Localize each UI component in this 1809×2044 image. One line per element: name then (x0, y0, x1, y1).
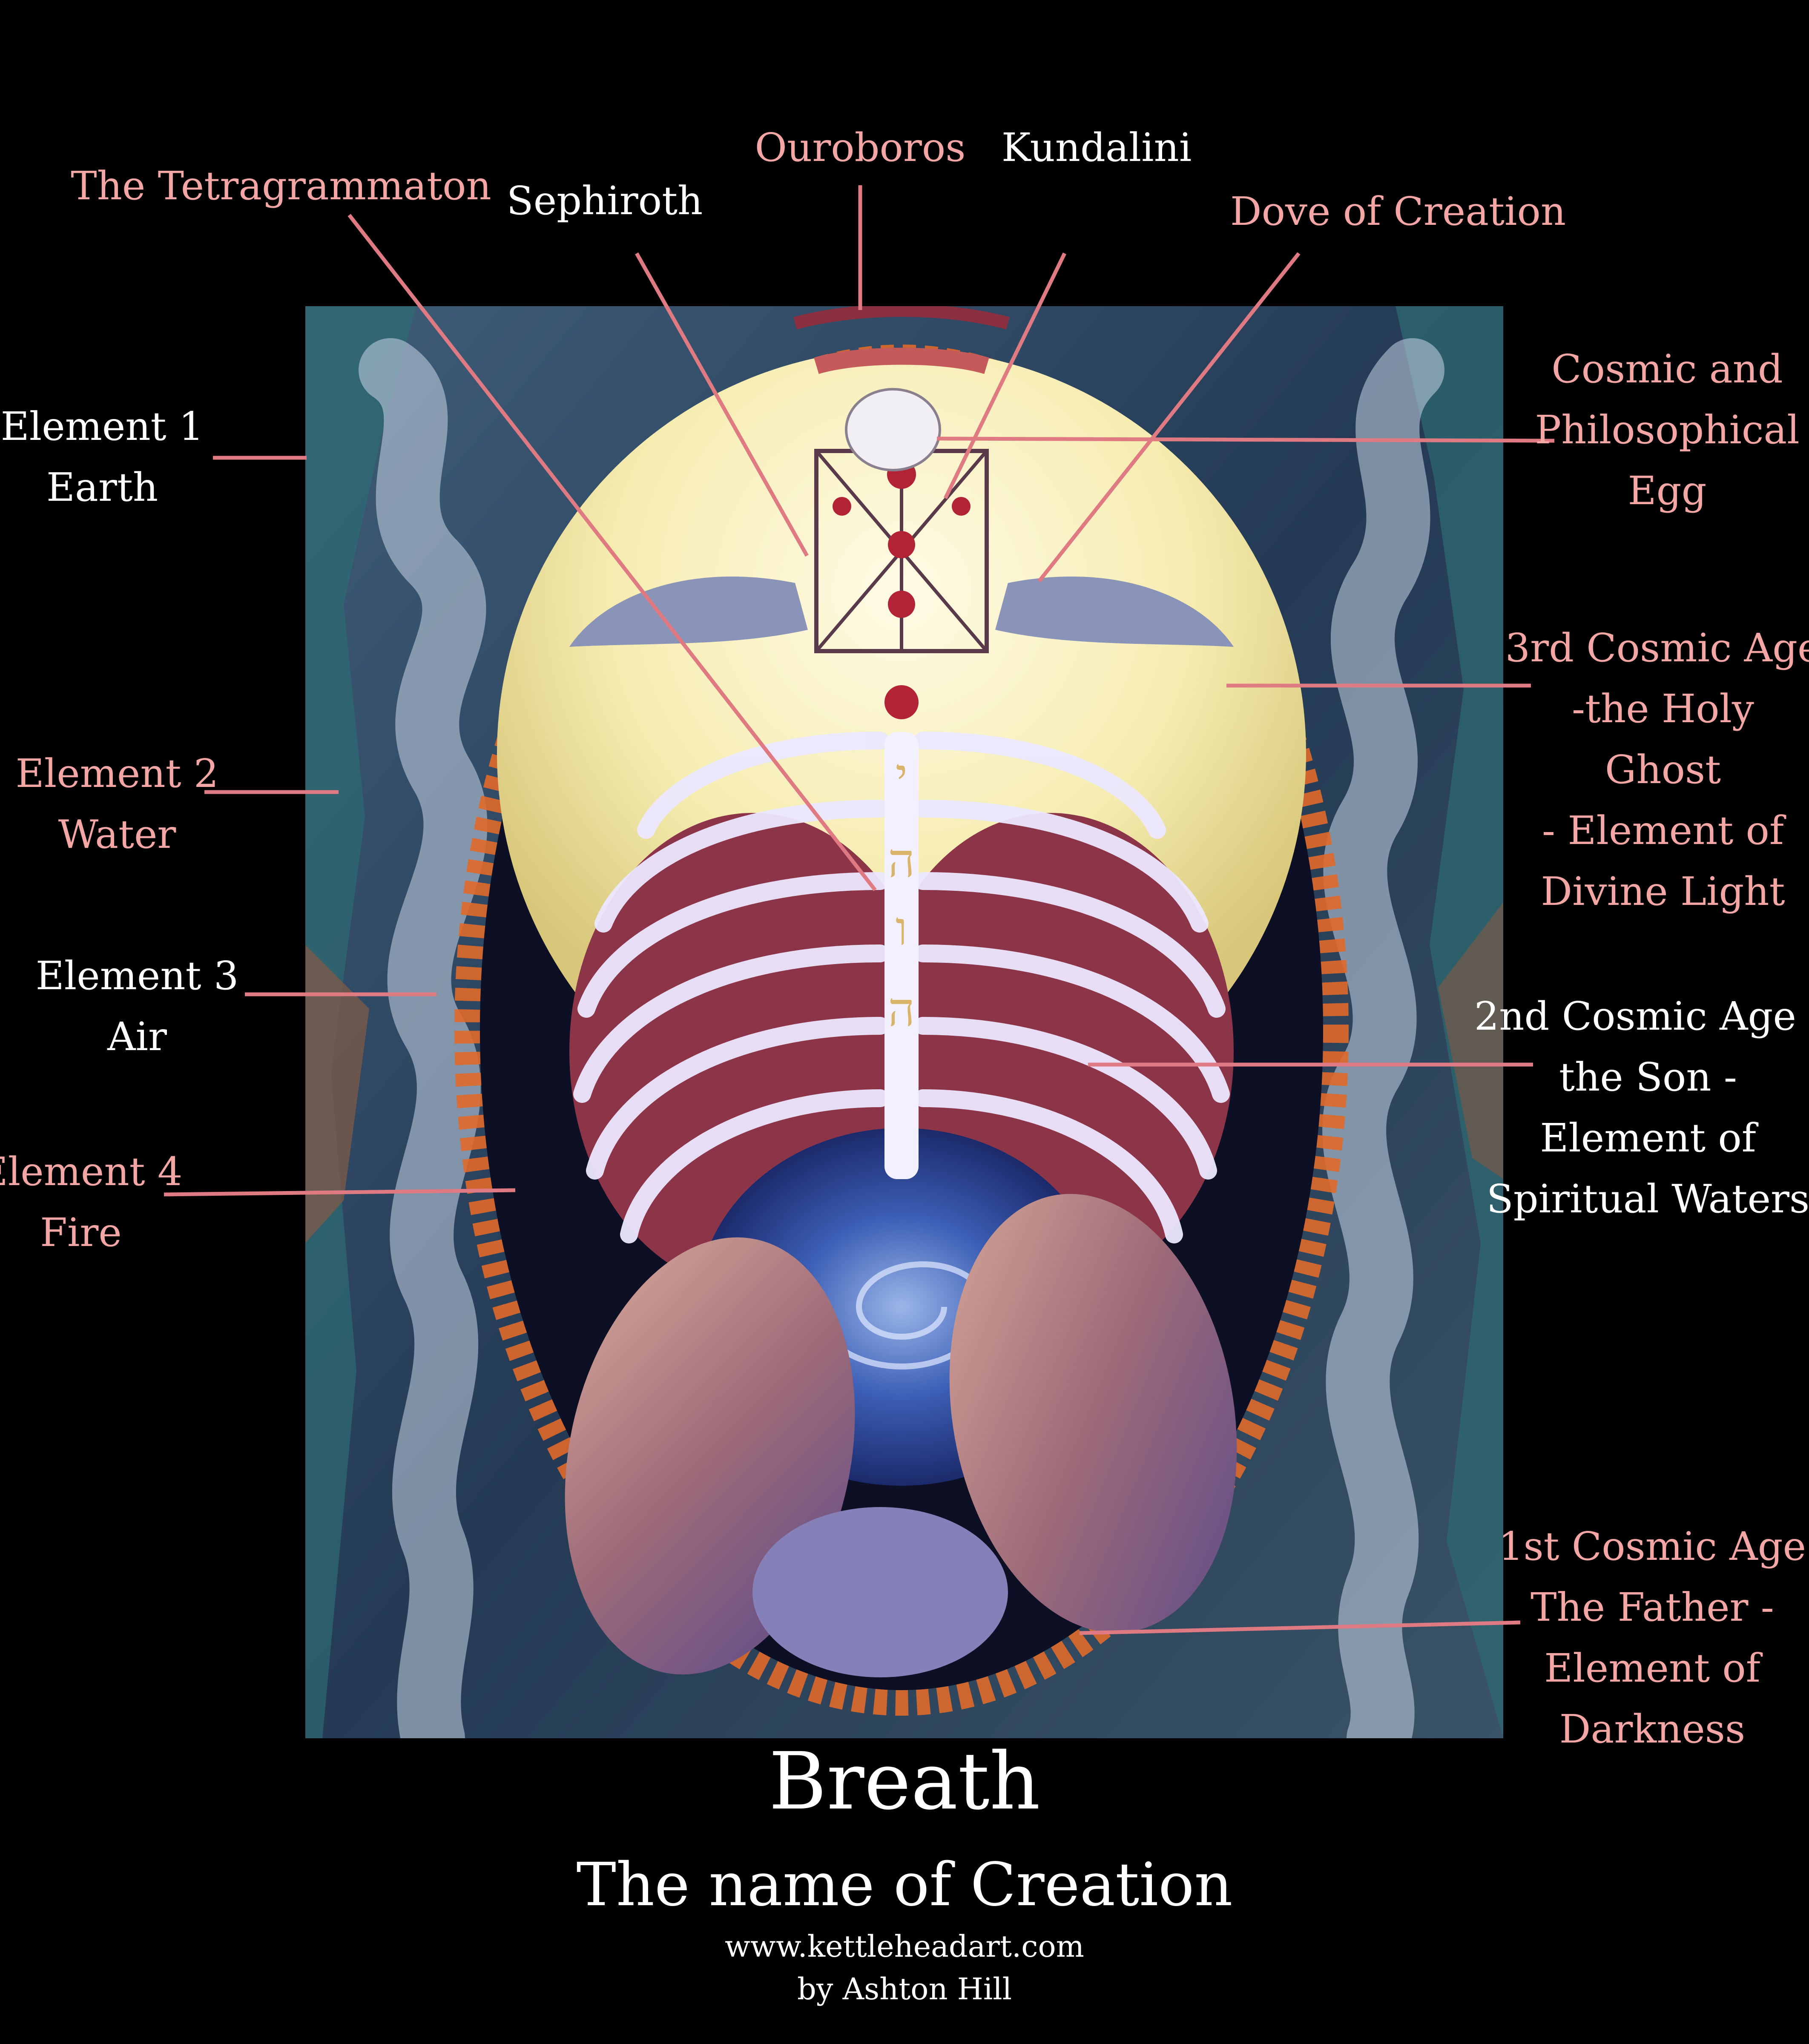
label-element-2: Element 2 Water (15, 751, 219, 857)
leader-tetragrammaton (347, 214, 877, 891)
label-tetragrammaton: The Tetragrammaton (71, 163, 491, 209)
hebrew-letter-he-2: ה (888, 982, 915, 1037)
label-dove-of-creation: Dove of Creation (1230, 189, 1566, 234)
subtitle: The name of Creation (576, 1850, 1233, 1920)
label-ouroboros: Ouroboros (755, 125, 966, 170)
leader-first-age (1079, 1620, 1521, 1635)
label-cosmic-egg: Cosmic and Philosophical Egg (1535, 346, 1800, 514)
label-third-cosmic-age: 3rd Cosmic Age -the Holy Ghost - Element… (1505, 625, 1809, 914)
label-sephiroth: Sephiroth (506, 178, 703, 224)
breath-painting: י ה ו ה (305, 306, 1503, 1738)
hebrew-letter-vav: ו (896, 901, 907, 956)
leader-dove (1037, 252, 1301, 583)
label-element-4: Element 4 Fire (0, 1149, 183, 1255)
author: by Ashton Hill (797, 1972, 1012, 2007)
website: www.kettleheadart.com (725, 1929, 1084, 1964)
leader-element4 (164, 1188, 516, 1197)
hebrew-letter-he-1: ה (888, 833, 915, 888)
label-second-cosmic-age: 2nd Cosmic Age - the Son - Element of Sp… (1474, 993, 1809, 1222)
leader-sephiroth (635, 252, 809, 557)
label-first-cosmic-age: 1st Cosmic Age The Father - Element of D… (1498, 1524, 1806, 1752)
hebrew-letter-yod: י (896, 748, 908, 803)
title: Breath (769, 1735, 1040, 1827)
leader-egg (936, 436, 1555, 443)
label-element-1: Element 1 Earth (0, 404, 204, 510)
label-element-3: Element 3 Air (35, 953, 239, 1059)
label-kundalini: Kundalini (1001, 125, 1192, 170)
leader-kundalini (943, 253, 1067, 499)
